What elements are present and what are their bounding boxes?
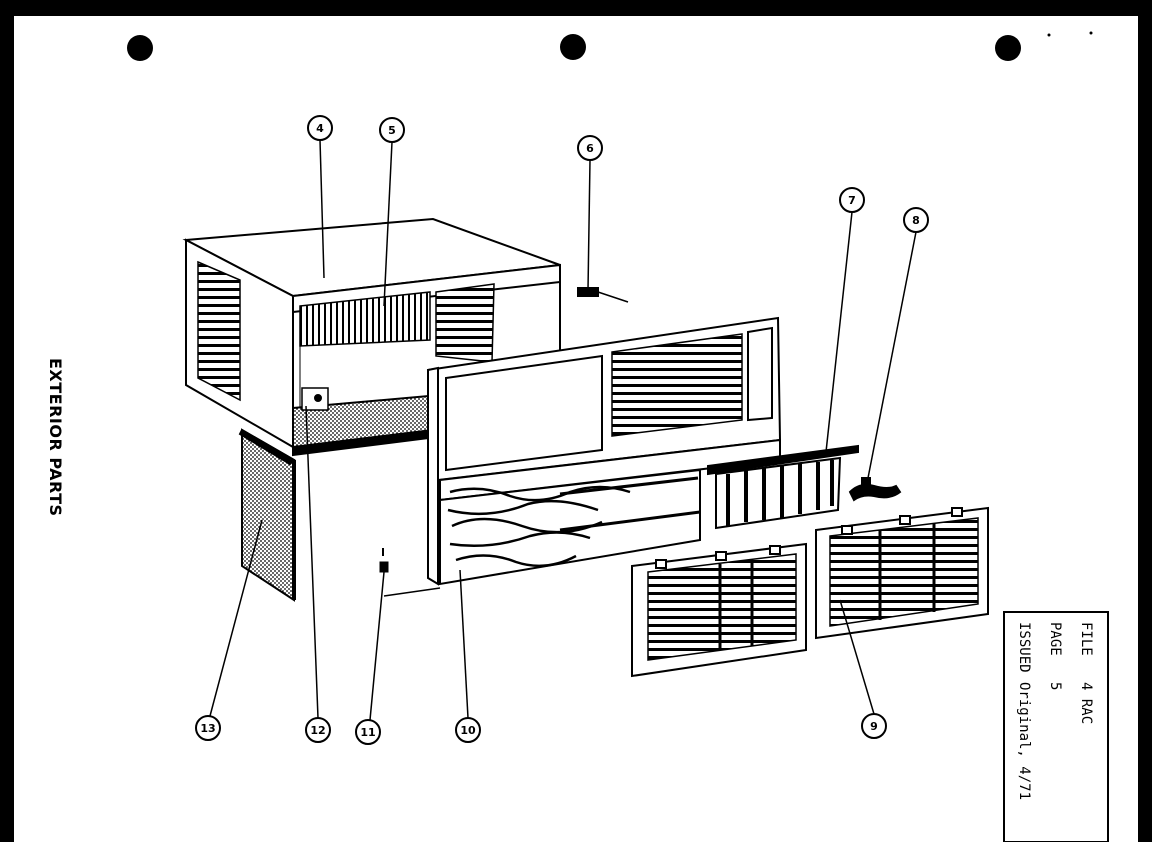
speck-2	[1089, 31, 1093, 35]
callout-label-10: 10	[460, 724, 476, 737]
file-value: 4 RAC	[1078, 682, 1094, 724]
grille-right-part-9	[815, 506, 989, 640]
binder-hole-right	[995, 35, 1021, 61]
callout-label-9: 9	[870, 720, 878, 733]
binder-hole-center	[560, 34, 586, 60]
screw-part-11	[379, 548, 389, 573]
vane-assembly-part-7	[707, 444, 859, 530]
callout-label-8: 8	[912, 214, 920, 227]
clip-part-6	[577, 287, 629, 303]
callout-13: 13	[195, 715, 221, 741]
issued-label: ISSUED	[1016, 622, 1032, 673]
speck-1	[1047, 33, 1051, 37]
linkage-part-8	[848, 477, 902, 502]
callout-4: 4	[307, 115, 333, 141]
callout-label-13: 13	[200, 722, 215, 735]
callout-5: 5	[379, 117, 405, 143]
page-value: 5	[1047, 682, 1063, 690]
leader-lines	[209, 139, 917, 721]
callout-6: 6	[577, 135, 603, 161]
callout-label-11: 11	[360, 726, 375, 739]
issued-value: Original, 4/71	[1016, 682, 1032, 800]
callout-label-5: 5	[388, 124, 396, 137]
page-title: EXTERIOR PARTS	[46, 358, 65, 517]
callout-12: 12	[305, 717, 331, 743]
callout-label-4: 4	[316, 122, 324, 135]
file-label: FILE	[1078, 622, 1094, 656]
callout-11: 11	[355, 719, 381, 745]
callout-8: 8	[903, 207, 929, 233]
info-box: FILE 4 RAC PAGE 5 ISSUED Original, 4/71	[1003, 611, 1109, 842]
callout-7: 7	[839, 187, 865, 213]
callout-9: 9	[861, 713, 887, 739]
grille-left	[631, 542, 807, 678]
callout-label-7: 7	[848, 194, 856, 207]
page-label: PAGE	[1047, 622, 1063, 656]
callout-label-6: 6	[586, 142, 594, 155]
callout-10: 10	[455, 717, 481, 743]
front-panel-part-10	[426, 316, 782, 586]
filter-part-13	[238, 428, 296, 602]
callout-label-12: 12	[310, 724, 325, 737]
binder-hole-left	[127, 35, 153, 61]
